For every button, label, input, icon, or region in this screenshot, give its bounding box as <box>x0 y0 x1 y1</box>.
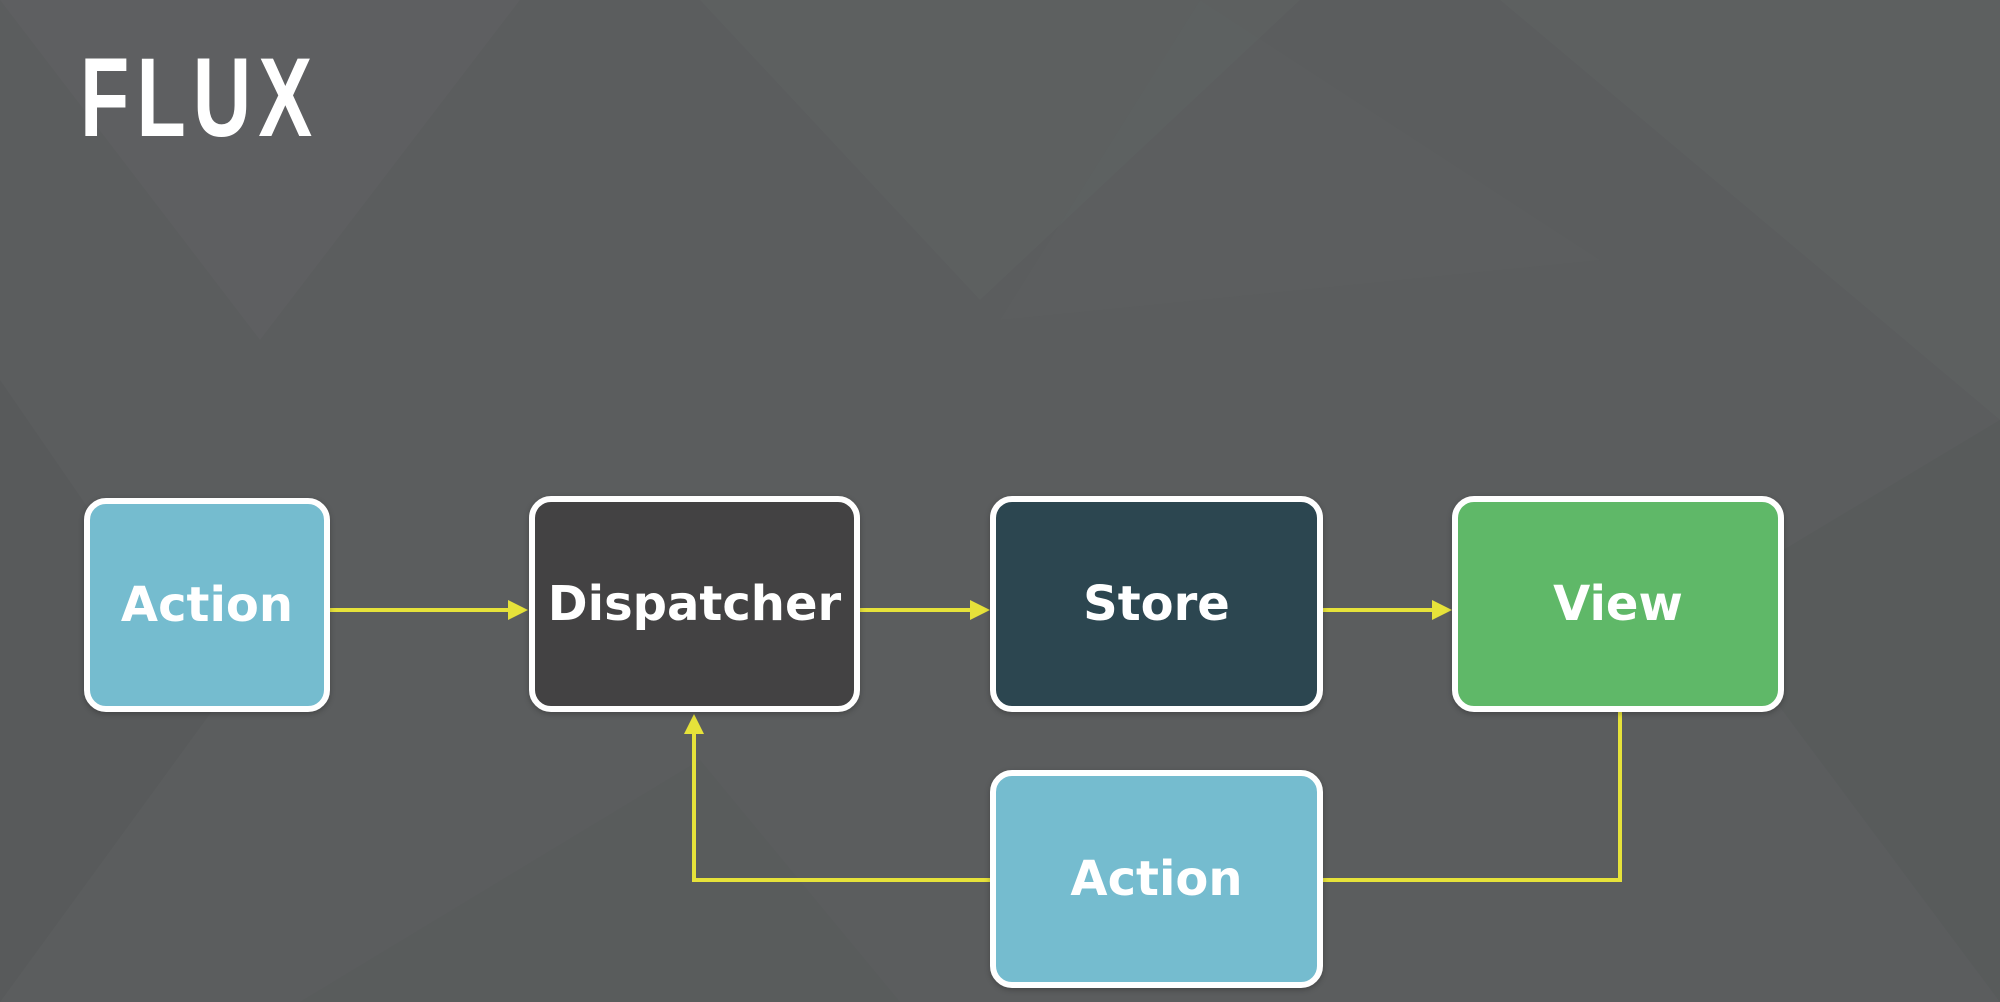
node-action: Action <box>84 498 330 712</box>
node-view-label: View <box>1553 576 1683 632</box>
arrow-dispatcher-to-store <box>860 600 990 620</box>
node-action-feedback-label: Action <box>1070 851 1243 907</box>
node-action-label: Action <box>120 577 294 633</box>
node-view: View <box>1452 496 1784 712</box>
arrow-store-to-view <box>1323 600 1452 620</box>
connector-view-to-action <box>1323 712 1622 882</box>
arrow-action-to-dispatcher <box>330 600 528 620</box>
node-store-label: Store <box>1083 576 1230 632</box>
node-dispatcher-label: Dispatcher <box>547 576 842 632</box>
node-store: Store <box>990 496 1323 712</box>
node-action-feedback: Action <box>990 770 1323 988</box>
node-dispatcher: Dispatcher <box>529 496 860 712</box>
arrow-action-to-dispatcher-feedback <box>684 714 990 882</box>
slide-title: FLUX <box>80 35 320 160</box>
